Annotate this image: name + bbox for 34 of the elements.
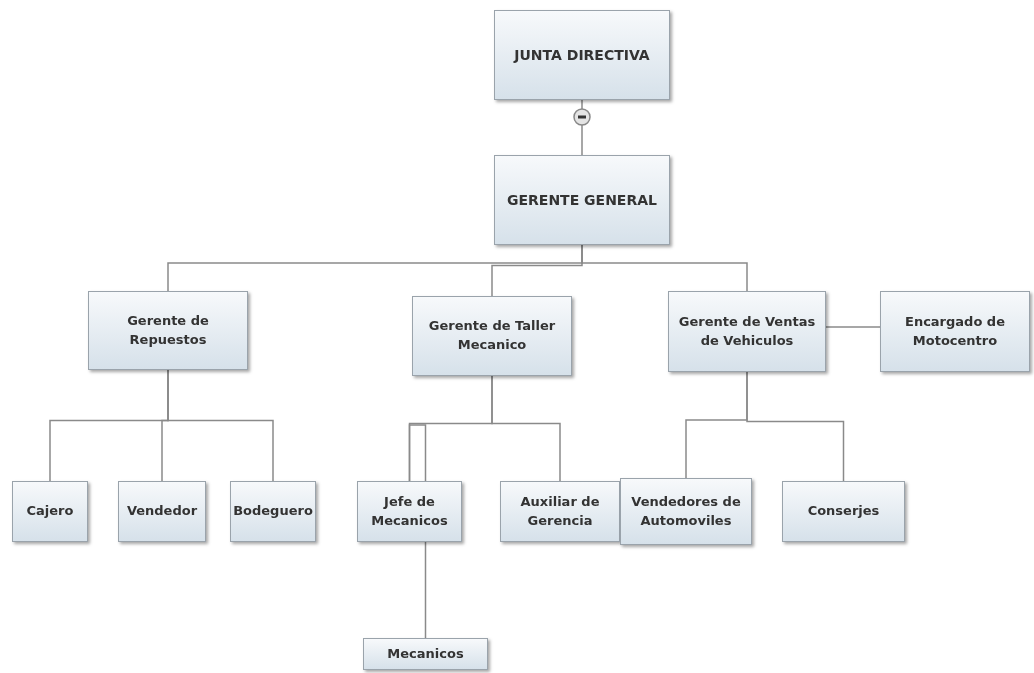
- position-box: [357, 481, 462, 542]
- position-title: Gerente de Taller Mecanico: [427, 317, 557, 354]
- connector-line: [746, 371, 845, 482]
- position-title: Encargado de Motocentro: [904, 312, 1006, 350]
- position-box: [494, 155, 670, 245]
- position-title: Vendedores de Automoviles: [630, 492, 742, 530]
- position-box: [363, 638, 488, 670]
- position-title: Mecanicos: [386, 644, 465, 663]
- position-title: Vendedor: [125, 502, 199, 521]
- connector-line: [167, 369, 274, 482]
- position-box: [12, 481, 88, 542]
- position-box: [668, 291, 826, 372]
- position-box: [412, 296, 572, 376]
- connector-line: [581, 99, 583, 156]
- position-box: [230, 481, 316, 542]
- position-box: [88, 291, 248, 370]
- position-title: Gerente de Ventas de Vehiculos: [677, 312, 817, 350]
- position-title: Conserjes: [806, 502, 881, 521]
- position-box: [620, 478, 752, 545]
- position-title: Jefe de Mecanicos: [370, 492, 449, 530]
- position-box: [494, 10, 670, 100]
- position-box: [782, 481, 905, 542]
- connector-line: [491, 375, 561, 482]
- connector-line: [581, 244, 748, 292]
- position-title: Cajero: [25, 502, 75, 521]
- position-title: GERENTE GENERAL: [506, 190, 658, 210]
- position-title: JUNTA DIRECTIVA: [512, 45, 651, 65]
- position-box: [118, 481, 206, 542]
- position-title: Bodeguero: [232, 502, 314, 521]
- position-box: [880, 291, 1030, 372]
- position-title: Gerente de Repuestos: [126, 311, 210, 349]
- connector-line: [825, 326, 881, 328]
- position-box: [500, 481, 620, 542]
- position-title: Auxiliar de Gerencia: [519, 492, 601, 530]
